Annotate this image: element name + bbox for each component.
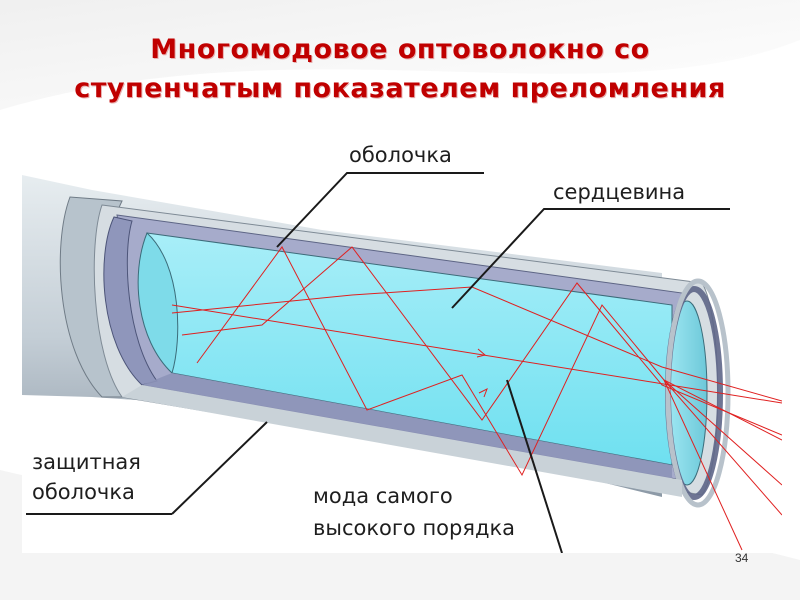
exit-ray-1 bbox=[663, 379, 782, 516]
page-number: 34 bbox=[735, 551, 749, 565]
leader-lines bbox=[26, 172, 730, 553]
title-line-2: ступенчатым показателем преломления bbox=[74, 73, 726, 104]
cladding-bottom-edge bbox=[142, 373, 672, 480]
exit-ray-3 bbox=[663, 379, 782, 441]
leader-cladding bbox=[276, 172, 484, 248]
ray-arrow-1 bbox=[476, 348, 487, 358]
leader-mode bbox=[506, 379, 563, 553]
label-mode-line-2: высокого порядка bbox=[313, 516, 516, 540]
label-core: сердцевина bbox=[553, 180, 686, 204]
axial-ray bbox=[171, 304, 782, 404]
ray-arrow-2 bbox=[478, 387, 488, 398]
light-rays bbox=[171, 246, 782, 551]
fiber-cutaway bbox=[22, 172, 782, 553]
label-cladding: оболочка bbox=[349, 143, 452, 167]
slide-title: Многомодовое оптоволокно со ступенчатым … bbox=[0, 30, 800, 108]
label-jacket-line-2: оболочка bbox=[32, 480, 135, 504]
title-line-1: Многомодовое оптоволокно со bbox=[150, 34, 650, 65]
high-order-mode-ray bbox=[181, 246, 782, 436]
jacket-bottom-edge bbox=[122, 385, 682, 497]
label-jacket-line-1: защитная bbox=[32, 450, 141, 474]
exit-ray-2 bbox=[663, 379, 743, 551]
label-mode-line-1: мода самого bbox=[313, 484, 453, 508]
leader-jacket bbox=[171, 421, 268, 515]
leader-core bbox=[451, 208, 730, 309]
fiber-diagram: оболочка сердцевина защитная оболочка мо… bbox=[22, 135, 782, 553]
highest-order-mode-ray bbox=[196, 246, 782, 486]
